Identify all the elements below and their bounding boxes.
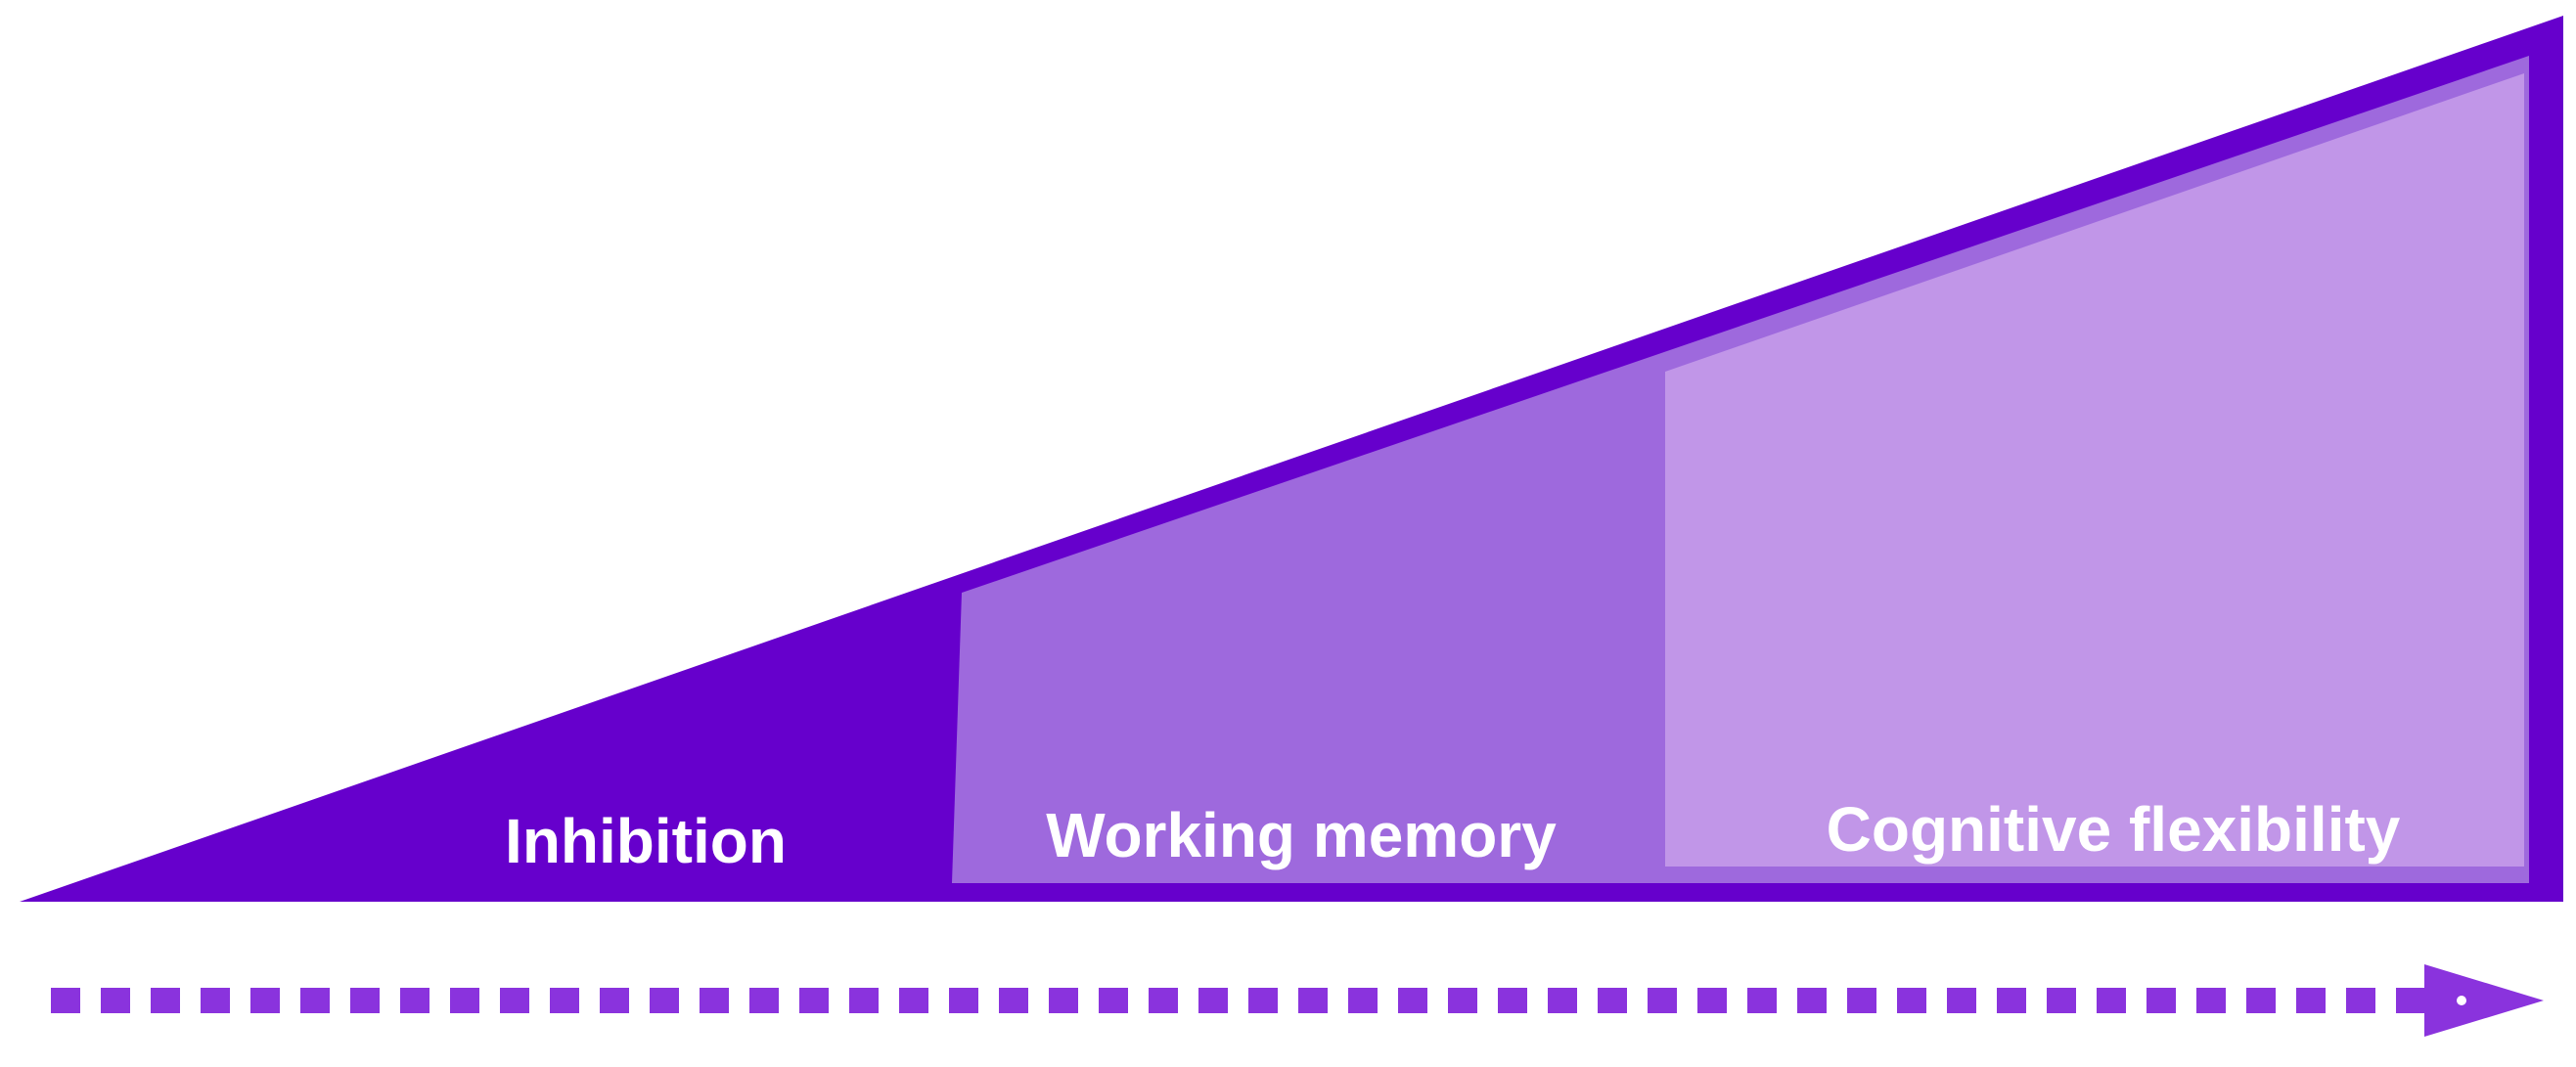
arrow-dot bbox=[2457, 996, 2466, 1005]
cognitive-flexibility-panel bbox=[1665, 73, 2524, 867]
arrow-right-icon bbox=[2424, 964, 2544, 1037]
stage-label-inhibition: Inhibition bbox=[505, 806, 787, 876]
stage-label-cognitive-flexibility: Cognitive flexibility bbox=[1827, 794, 2401, 865]
stage-label-working-memory: Working memory bbox=[1046, 800, 1557, 870]
